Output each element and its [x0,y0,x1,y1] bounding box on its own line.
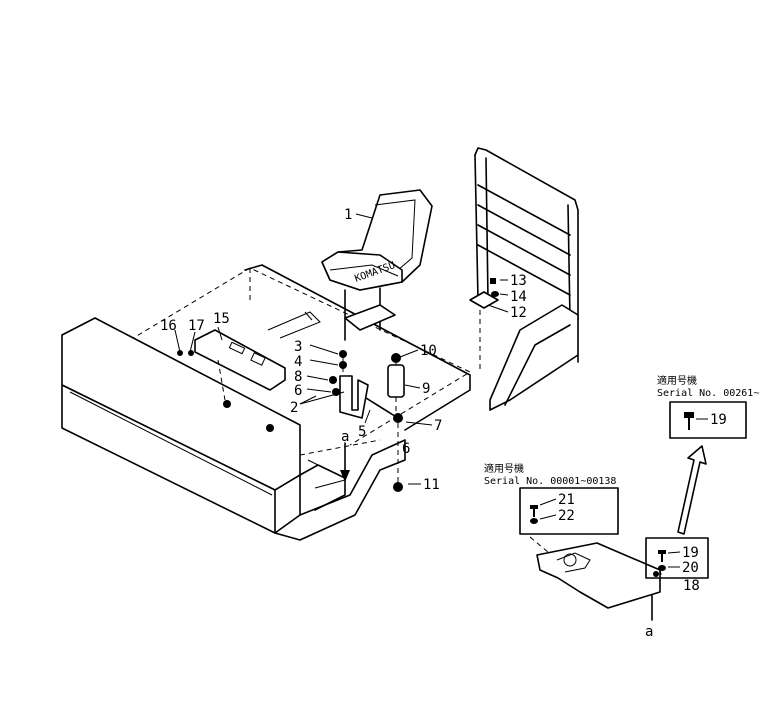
callout-7: 7 [434,418,442,434]
serial-box-lower: 適用号機 Serial No. 00001~00138 [484,462,619,535]
suspension-parts [329,350,405,492]
callout-15: 15 [213,311,230,327]
view-mark-a-upper: a [341,429,349,445]
floor-plate-18 [529,536,663,609]
callout-14: 14 [510,289,527,305]
upgrade-arrow [677,445,707,535]
bracket-15 [194,329,286,432]
serial-lower-label: Serial No. 00001~00138 [484,476,616,487]
callout-12: 12 [510,305,527,321]
callout-11: 11 [423,477,440,493]
callout-8: 8 [294,369,302,385]
callout-5: 5 [358,424,366,440]
callout-19b: 19 [682,545,699,561]
callout-16: 16 [160,318,177,334]
callout-3: 3 [294,339,302,355]
callout-6b: 6 [402,441,410,457]
view-mark-a-lower: a [645,624,653,640]
serial-box-right [645,537,709,579]
serial-upper-label: Serial No. 00261~ [657,388,759,399]
callout-19a: 19 [710,412,727,428]
callout-4: 4 [294,354,302,370]
callout-10: 10 [420,343,437,359]
callout-21: 21 [558,492,575,508]
serial-lower-jp: 適用号機 [484,462,524,475]
callout-1: 1 [344,207,352,223]
callout-6a: 6 [294,383,302,399]
leader-lines [174,213,509,485]
callout-17: 17 [188,318,205,334]
serial-box-upper: 適用号機 Serial No. 00261~ [657,374,759,439]
callout-9: 9 [422,381,430,397]
callout-13: 13 [510,273,527,289]
callout-18: 18 [683,578,700,594]
callout-22: 22 [558,508,575,524]
seat-1: KOMATSU [321,189,433,341]
callout-2: 2 [290,400,298,416]
rear-guard [469,147,579,411]
callout-20: 20 [682,560,699,576]
serial-upper-jp: 適用号機 [657,374,697,387]
callouts: 1 2 3 4 5 6 6 7 8 9 10 11 12 13 14 15 16… [160,207,727,640]
